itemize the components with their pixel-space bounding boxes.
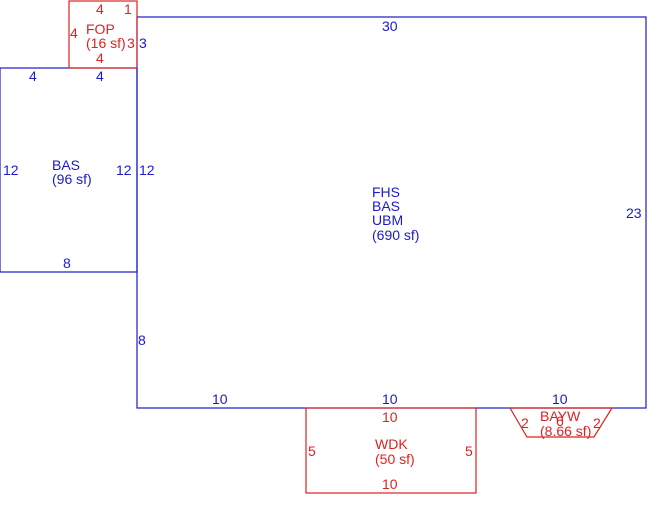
bay-name: BAYW	[540, 408, 581, 424]
bay-window-outline	[508, 407, 614, 438]
main-bottom-dim-1: 10	[212, 391, 228, 407]
main-bottom-dim-3: 10	[552, 391, 568, 407]
wdk-name: WDK	[375, 436, 408, 452]
bas-left-area: (96 sf)	[52, 171, 92, 187]
bas-top-left-dim: 4	[29, 68, 37, 84]
main-left-upper-dim: 12	[139, 162, 155, 178]
main-top-dim: 30	[382, 18, 398, 34]
wdk-bottom-dim: 10	[382, 476, 398, 492]
fop-bottom-dim: 4	[96, 50, 104, 66]
fop-top-small-dim: 1	[124, 1, 132, 17]
fop-left-dim: 4	[70, 25, 78, 41]
bas-left-name: BAS	[52, 157, 80, 173]
fop-top-dim: 4	[96, 1, 104, 17]
fop-right-dim: 3	[127, 35, 135, 51]
bay-right-dim: 2	[593, 415, 601, 431]
wdk-area: (50 sf)	[375, 451, 415, 467]
main-area: (690 sf)	[372, 227, 419, 243]
bas-bottom-dim: 8	[63, 255, 71, 271]
fop-outline	[68, 0, 138, 69]
fop-right-outer-dim: 3	[139, 35, 147, 51]
bas-right-dim: 12	[116, 162, 132, 178]
main-label-bas: BAS	[372, 198, 400, 214]
main-bottom-dim-2: 10	[382, 391, 398, 407]
wdk-left-dim: 5	[308, 443, 316, 459]
wdk-outline	[305, 407, 477, 494]
bay-left-dim: 2	[521, 415, 529, 431]
main-label-ubm: UBM	[372, 212, 403, 228]
bas-top-right-dim: 4	[96, 68, 104, 84]
main-label-fhs: FHS	[372, 184, 400, 200]
wdk-top-dim: 10	[382, 409, 398, 425]
wdk-right-dim: 5	[465, 443, 473, 459]
bay-area: (8.66 sf)	[540, 423, 591, 439]
bay-mid-dim: 6	[556, 413, 564, 429]
main-left-lower-dim: 8	[138, 332, 146, 348]
fop-name: FOP	[86, 21, 115, 37]
bas-left-dim: 12	[3, 162, 19, 178]
fop-area: (16 sf)	[86, 35, 126, 51]
main-right-dim: 23	[626, 205, 642, 221]
